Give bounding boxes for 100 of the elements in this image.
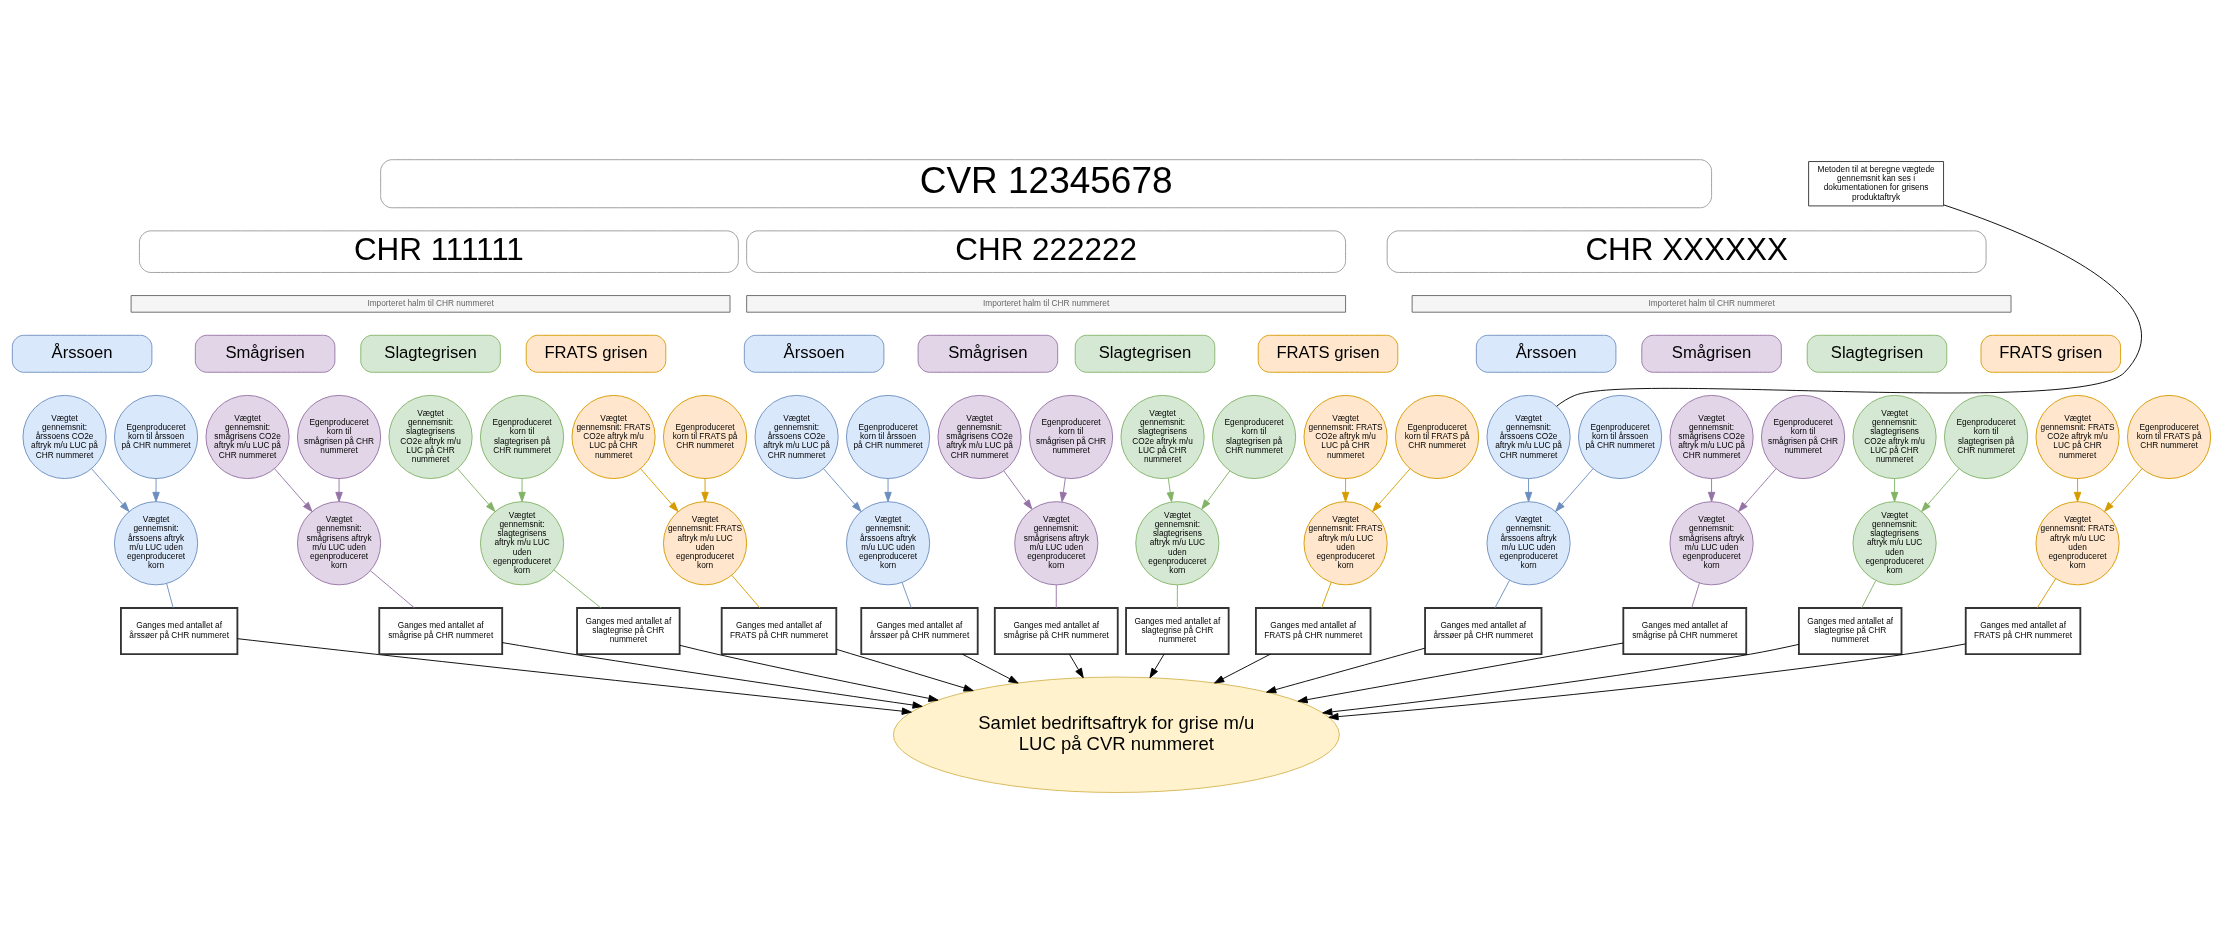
arrow bbox=[2104, 468, 2143, 512]
arrow bbox=[1266, 647, 1426, 694]
node-box: Ganges med antallet af smågrise på CHR nummeret bbox=[993, 607, 1119, 656]
arrow bbox=[335, 478, 343, 503]
node-circle: Vægtet gennemsnit: smågrisens CO2e aftryk m/u LUC på CHR nummeret bbox=[937, 394, 1022, 479]
arrow bbox=[1555, 468, 1594, 512]
arrow bbox=[1524, 478, 1533, 503]
arrow bbox=[1322, 643, 1800, 716]
node-box: Slagtegrisen bbox=[1074, 334, 1216, 373]
node-circle: Vægtet gennemsnit: slagtegrisens CO2e aftryk m/u LUC på CHR nummeret bbox=[1852, 394, 1937, 479]
node-box: Ganges med antallet af slagtegrise på CHR nummeret bbox=[1125, 607, 1230, 656]
arrow bbox=[1707, 478, 1716, 503]
node-circle: Egenproduceret korn til slagtegrisen på CHR nummeret bbox=[1212, 394, 1297, 479]
node-circle: Egenproduceret korn til slagtegrisen på CHR nummeret bbox=[480, 394, 565, 479]
node-box: Ganges med antallet af FRATS på CHR nummeret bbox=[720, 607, 838, 656]
node-box: Smågrisen bbox=[917, 334, 1059, 373]
node-circle: Vægtet gennemsnit: slagtegrisens CO2e aftryk m/u LUC på CHR nummeret bbox=[388, 394, 473, 479]
arrow bbox=[237, 638, 912, 715]
node-box: CHR XXXXXX bbox=[1386, 230, 1987, 273]
node-circle: Vægtet gennemsnit: årssoens CO2e aftryk m/u LUC på CHR nummeret bbox=[754, 394, 839, 479]
node-box: Smågrisen bbox=[1641, 334, 1782, 373]
node-circle: Egenproduceret korn til smågrisen på CHR nummeret bbox=[297, 394, 382, 479]
node-box: Ganges med antallet af slagtegrise på CHR nummeret bbox=[576, 607, 681, 656]
node-circle: Egenproduceret korn til årssoen på CHR nummeret bbox=[846, 394, 931, 479]
node-circle: Vægtet gennemsnit: årssoens CO2e aftryk m/u LUC på CHR nummeret bbox=[22, 394, 107, 479]
arrow bbox=[1738, 468, 1777, 512]
arrow bbox=[1297, 642, 1624, 704]
connector bbox=[166, 583, 174, 609]
node-box: FRATS grisen bbox=[525, 334, 667, 373]
node-box: Importeret halm til CHR nummeret bbox=[130, 295, 731, 313]
arrow bbox=[640, 468, 679, 512]
arrow bbox=[518, 478, 526, 503]
connector bbox=[1861, 580, 1877, 609]
node-circle: Egenproduceret korn til FRATS på CHR nummeret bbox=[1395, 394, 1480, 479]
connector bbox=[553, 569, 602, 609]
arrow bbox=[152, 478, 160, 503]
arrow bbox=[962, 653, 1019, 684]
arrow bbox=[1214, 653, 1271, 684]
arrow bbox=[1149, 653, 1165, 679]
arrow bbox=[1069, 653, 1084, 679]
node-box: CVR 12345678 bbox=[380, 159, 1713, 209]
arrow bbox=[1166, 477, 1174, 503]
arrow bbox=[2073, 478, 2082, 503]
arrow bbox=[1341, 478, 1350, 503]
arrow bbox=[91, 468, 130, 512]
arrow bbox=[501, 642, 923, 709]
node-box: Årssoen bbox=[743, 334, 885, 373]
connector bbox=[2036, 578, 2057, 609]
node-box: Ganges med antallet af smågrise på CHR nummeret bbox=[1622, 607, 1748, 656]
node-box: Ganges med antallet af årssøer på CHR nummeret bbox=[860, 607, 979, 656]
arrow bbox=[1890, 478, 1899, 503]
node-box: Importeret halm til CHR nummeret bbox=[1411, 295, 2012, 313]
node-box: Ganges med antallet af FRATS på CHR nummeret bbox=[1964, 607, 2082, 656]
arrow bbox=[457, 468, 496, 512]
arrow bbox=[1003, 470, 1033, 510]
node-circle: Vægtet gennemsnit: slagtegrisens CO2e aftryk m/u LUC på CHR nummeret bbox=[1120, 394, 1205, 479]
node-circle: Egenproduceret korn til slagtegrisen på CHR nummeret bbox=[1944, 394, 2029, 479]
node-box: Ganges med antallet af årssøer på CHR nummeret bbox=[120, 607, 239, 656]
node-box: Årssoen bbox=[1475, 334, 1617, 373]
arrow bbox=[1372, 468, 1411, 512]
connector bbox=[1321, 581, 1332, 609]
node-box: Slagtegrisen bbox=[1806, 334, 1948, 373]
node-box: Ganges med antallet af slagtegrise på CHR nummeret bbox=[1798, 607, 1903, 656]
node-circle: Egenproduceret korn til smågrisen på CHR nummeret bbox=[1029, 394, 1114, 479]
node-box: FRATS grisen bbox=[1257, 334, 1399, 373]
arrow bbox=[1328, 643, 1967, 721]
connector bbox=[1176, 584, 1178, 609]
node-box: CHR 111111 bbox=[138, 230, 739, 273]
node-circle: Vægtet gennemsnit: FRATS CO2e aftryk m/u LUC på CHR nummeret bbox=[571, 394, 656, 479]
node-box: Slagtegrisen bbox=[360, 334, 501, 373]
node-circle: Vægtet gennemsnit: smågrisens CO2e aftryk m/u LUC på CHR nummeret bbox=[1669, 394, 1754, 479]
node-box: CHR 222222 bbox=[746, 230, 1347, 273]
node-box: Årssoen bbox=[11, 334, 153, 373]
arrow bbox=[823, 468, 862, 512]
node-box: Ganges med antallet af smågrise på CHR nummeret bbox=[378, 607, 504, 656]
node-circle: Egenproduceret korn til årssoen på CHR nummeret bbox=[1578, 394, 1663, 479]
connector bbox=[731, 574, 761, 609]
node-circle: Egenproduceret korn til årssoen på CHR nummeret bbox=[114, 394, 199, 479]
connector bbox=[1556, 204, 2142, 407]
arrow bbox=[1059, 477, 1067, 503]
node-box: FRATS grisen bbox=[1980, 334, 2121, 373]
arrow bbox=[884, 478, 892, 503]
node-circle: Egenproduceret korn til FRATS på CHR nummeret bbox=[2127, 394, 2212, 479]
node-circle: Egenproduceret korn til FRATS på CHR nummeret bbox=[663, 394, 748, 479]
connector bbox=[1494, 579, 1510, 609]
arrow bbox=[274, 468, 313, 512]
node-circle: Vægtet gennemsnit: FRATS CO2e aftryk m/u LUC på CHR nummeret bbox=[1303, 394, 1388, 479]
node-circle: Vægtet gennemsnit: FRATS CO2e aftryk m/u LUC på CHR nummeret bbox=[2035, 394, 2120, 479]
connector bbox=[369, 570, 415, 609]
node-box: Metoden til at beregne vægtede gennemsnit kan ses i dokumentationen for grisens produktaftryk bbox=[1808, 161, 1944, 207]
arrow bbox=[701, 478, 709, 503]
connector bbox=[1055, 584, 1057, 609]
node-box: Ganges med antallet af årssøer på CHR nummeret bbox=[1424, 607, 1543, 656]
node-circle: Vægtet gennemsnit: årssoens CO2e aftryk m/u LUC på CHR nummeret bbox=[1486, 394, 1571, 479]
node-box: Ganges med antallet af FRATS på CHR nummeret bbox=[1255, 607, 1372, 656]
arrow bbox=[679, 644, 939, 703]
connector bbox=[1691, 582, 1700, 609]
arrow bbox=[1201, 470, 1231, 510]
arrow bbox=[1921, 468, 1960, 512]
arrow bbox=[836, 648, 974, 692]
